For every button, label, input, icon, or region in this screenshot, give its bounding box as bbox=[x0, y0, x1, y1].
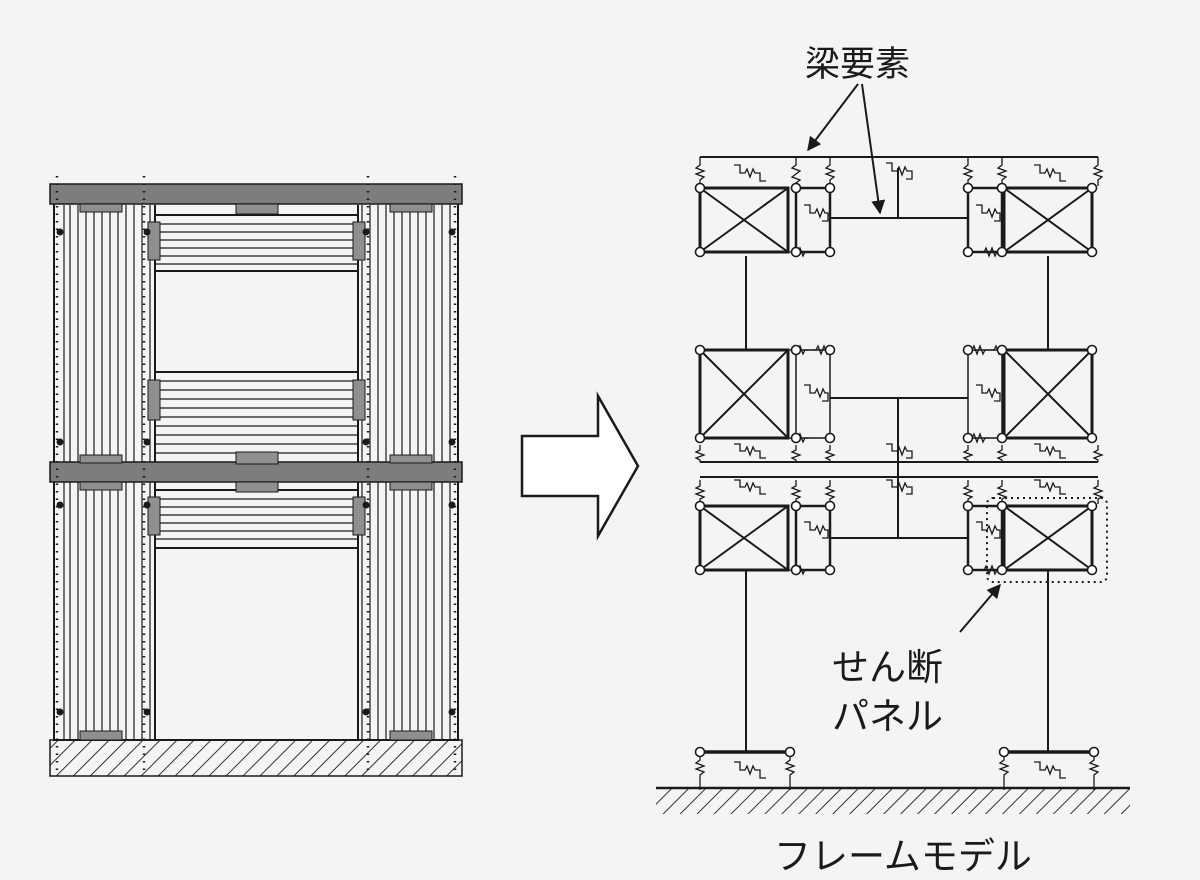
foundation bbox=[49, 739, 463, 777]
bolts bbox=[56, 228, 456, 716]
shear-panel-highlight bbox=[986, 497, 1108, 583]
shear-panel-top-left bbox=[698, 186, 790, 254]
lower-lintel bbox=[154, 489, 359, 549]
shear-panel-label-line2: パネル bbox=[832, 695, 943, 738]
frame-model-label: フレームモデル bbox=[774, 835, 1032, 878]
springs bbox=[694, 157, 1104, 790]
beam-element-label: 梁要素 bbox=[805, 45, 911, 85]
middle-beam bbox=[49, 461, 463, 483]
upper-lintel bbox=[154, 214, 359, 272]
ground bbox=[656, 788, 1130, 814]
shear-panel-top-right bbox=[1002, 186, 1094, 254]
shear-panel-mid-left bbox=[698, 348, 790, 440]
bolt-lines bbox=[55, 176, 457, 776]
wall-panel-drawing bbox=[49, 176, 463, 777]
frame-model-drawing bbox=[656, 156, 1130, 814]
leader-arrows bbox=[807, 83, 1001, 633]
shear-panel-mid-right bbox=[1002, 348, 1094, 440]
shear-panel-label-line1: せん断 bbox=[832, 646, 943, 689]
shear-springs bbox=[734, 162, 1066, 779]
connector-plates bbox=[79, 203, 433, 741]
horizontal-springs bbox=[788, 246, 1011, 576]
top-beam bbox=[49, 183, 463, 205]
shear-panel-low-right bbox=[1002, 504, 1094, 572]
shear-panel-low-left bbox=[698, 504, 790, 572]
hinge-nodes bbox=[694, 182, 1100, 758]
transform-arrow bbox=[520, 391, 640, 541]
